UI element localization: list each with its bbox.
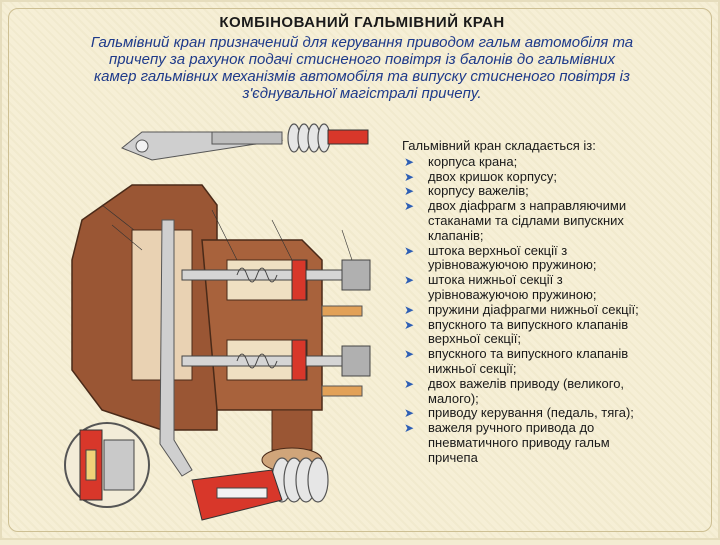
list-item: ➤ важеля ручного привода до пневматичног… bbox=[402, 420, 702, 465]
slide-frame bbox=[8, 8, 712, 532]
intro-line: Гальмівний кран призначений для керуванн… bbox=[90, 34, 634, 51]
arrow-bullet-icon: ➤ bbox=[404, 273, 415, 288]
list-item-line: нижньої секції; bbox=[428, 360, 517, 376]
intro-line: причепу за рахунок подачі стисненого пов… bbox=[108, 51, 616, 68]
brake-valve-illustration bbox=[42, 110, 402, 540]
list-item: ➤ двох важелів приводу (великого, малого… bbox=[402, 375, 702, 407]
list-item: ➤ корпусу важелів; bbox=[402, 184, 702, 199]
arrow-bullet-icon: ➤ bbox=[404, 376, 415, 391]
list-item: ➤ впускного та випускного клапанів верхн… bbox=[402, 316, 702, 348]
arrow-bullet-icon: ➤ bbox=[404, 199, 415, 214]
list-item-line: клапанів; bbox=[428, 227, 484, 243]
arrow-bullet-icon: ➤ bbox=[404, 302, 415, 317]
arrow-bullet-icon: ➤ bbox=[404, 317, 415, 332]
arrow-bullet-icon: ➤ bbox=[404, 406, 415, 421]
list-item-line: малого); bbox=[428, 390, 479, 406]
list-item: ➤ штока верхньої секції з урівноважуючою… bbox=[402, 242, 702, 274]
list-item-line: двох важелів приводу (великого, bbox=[428, 375, 625, 391]
intro-line: з'єднувальної магістралі причепу. bbox=[242, 85, 482, 102]
list-item-line: двох кришок корпусу; bbox=[428, 168, 557, 184]
list-item-line: пневматичного приводу гальм bbox=[428, 434, 610, 450]
list-item-line: штока нижньої секції з bbox=[428, 272, 563, 288]
list-item-line: урівноважуючою пружиною; bbox=[428, 257, 597, 273]
list-item-line: верхньої секції; bbox=[428, 331, 521, 347]
intro-line: камер гальмівних механізмів автомобіля т… bbox=[94, 68, 630, 85]
list-item-line: впускного та випускного клапанів bbox=[428, 316, 629, 332]
arrow-bullet-icon: ➤ bbox=[404, 243, 415, 258]
list-item-line: корпусу важелів; bbox=[428, 183, 529, 199]
list-item-line: урівноважуючою пружиною; bbox=[428, 286, 597, 302]
composition-heading: Гальмівний кран складається із: bbox=[402, 138, 596, 153]
list-item-line: пружини діафрагми нижньої секції; bbox=[428, 301, 639, 317]
list-item-line: штока верхньої секції з bbox=[428, 242, 568, 258]
brake-valve-drawing bbox=[64, 123, 371, 521]
composition-block: Гальмівний кран складається із: ➤ корпус… bbox=[402, 138, 702, 466]
arrow-bullet-icon: ➤ bbox=[404, 154, 415, 169]
list-item: ➤ впускного та випускного клапанів нижнь… bbox=[402, 346, 702, 377]
list-item-line: приводу керування (педаль, тяга); bbox=[428, 405, 634, 421]
list-item-line: двох діафрагм з направляючими bbox=[428, 198, 627, 214]
slide-title: КОМБІНОВАНИЙ ГАЛЬМІВНИЙ КРАН bbox=[219, 14, 505, 31]
list-item-line: стаканами та сідлами випускних bbox=[428, 212, 624, 228]
list-item: ➤ приводу керування (педаль, тяга); bbox=[402, 406, 702, 421]
arrow-bullet-icon: ➤ bbox=[404, 421, 415, 436]
list-item: ➤ штока нижньої секції з урівноважуючою … bbox=[402, 272, 702, 303]
arrow-bullet-icon: ➤ bbox=[404, 347, 415, 362]
list-item: ➤ корпуса крана; bbox=[402, 153, 702, 170]
list-item: ➤ пружини діафрагми нижньої секції; bbox=[402, 301, 702, 318]
list-item: ➤ двох діафрагм з направляючими стаканам… bbox=[402, 198, 702, 243]
arrow-bullet-icon: ➤ bbox=[404, 169, 415, 184]
arrow-bullet-icon: ➤ bbox=[404, 184, 415, 199]
list-item-line: причепа bbox=[428, 449, 478, 465]
list-item-line: корпуса крана; bbox=[428, 153, 518, 169]
composition-list: ➤ корпуса крана; ➤ двох кришок корпусу; … bbox=[402, 153, 702, 466]
list-item-line: впускного та випускного клапанів bbox=[428, 346, 629, 362]
list-item-line: важеля ручного привода до bbox=[428, 420, 595, 436]
list-item: ➤ двох кришок корпусу; bbox=[402, 168, 702, 185]
intro-paragraph: Гальмівний кран призначений для керуванн… bbox=[24, 34, 700, 102]
